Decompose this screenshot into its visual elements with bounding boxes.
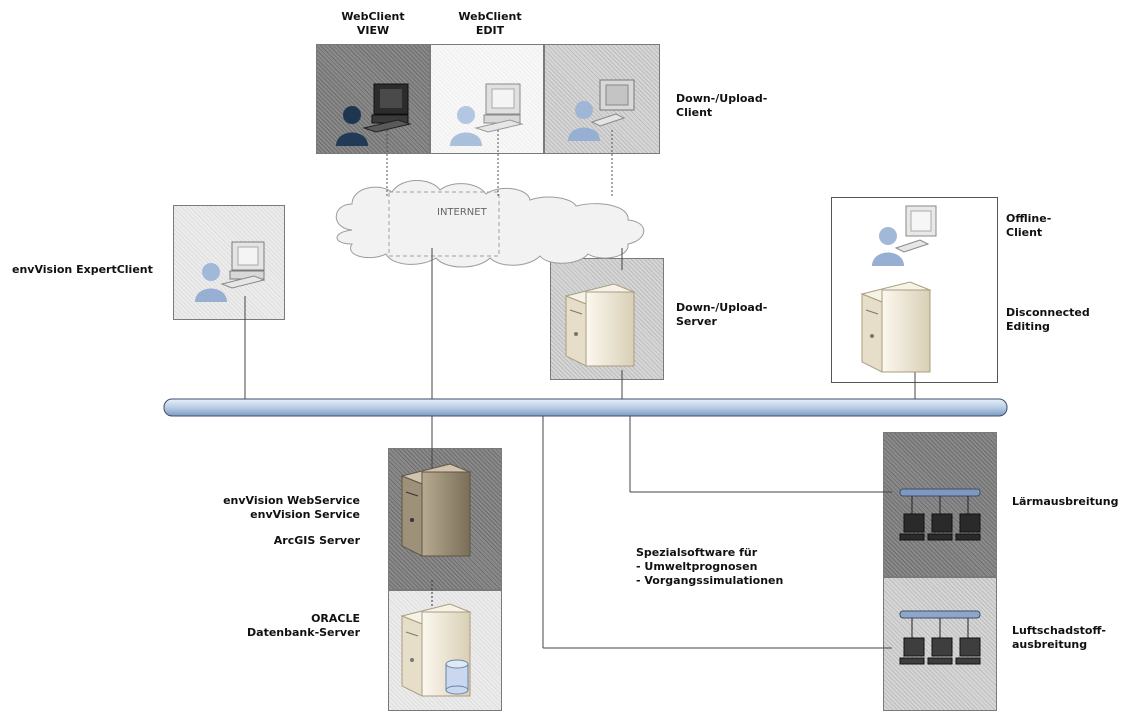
oracle-line2: Datenbank-Server [247,626,360,639]
expertclient-box [173,205,285,320]
webservice-line1: envVision WebService [223,494,360,507]
webclient-view-line1: WebClient [341,10,405,23]
downupload-client-label: Down-/Upload- Client [676,92,767,120]
oracle-database-icon [445,659,469,695]
internet-cloud [335,180,645,268]
expertclient-label: envVision ExpertClient [12,263,153,276]
downupload-client-user-icon [568,101,600,141]
downupload-client-workstation-icon [590,79,635,127]
webclient-edit-user-icon [450,106,482,146]
webclient-edit-line1: WebClient [458,10,522,23]
webclient-view-workstation-icon [362,83,412,133]
network-bus [163,398,1008,417]
offline-client-user-icon [872,227,904,266]
disconnected-line1: Disconnected [1006,306,1090,319]
spezialsoftware-label: Spezialsoftware für - Umweltprognosen - … [636,546,783,588]
webclient-edit-label: WebClient EDIT [447,10,533,38]
downupload-client-line2: Client [676,106,713,119]
webclient-view-line2: VIEW [356,24,390,37]
laerm-label: Lärmausbreitung [1012,495,1119,508]
laerm-network-icon [899,488,981,541]
offline-client-workstation-icon [894,205,937,253]
disconnected-server-icon [860,281,932,373]
webclient-edit-workstation-icon [474,83,524,133]
disconnected-editing-label: Disconnected Editing [1006,306,1090,334]
offline-client-line2: Client [1006,226,1043,239]
luft-network-icon [899,610,981,665]
offline-client-line1: Offline- [1006,212,1052,225]
webservice-line3: ArcGIS Server [273,534,360,547]
luft-line1: Luftschadstoff- [1012,624,1106,637]
downupload-server-line1: Down-/Upload- [676,301,768,314]
downupload-server-icon [564,283,636,367]
webclient-view-label: WebClient VIEW [330,10,416,38]
downupload-server-label: Down-/Upload- Server [676,301,767,329]
downupload-server-line2: Server [676,315,717,328]
internet-label: INTERNET [437,207,487,218]
oracle-line1: ORACLE [311,612,360,625]
spezial-line1: Spezialsoftware für [636,546,758,559]
offline-client-label: Offline- Client [1006,212,1051,240]
spezial-line2: - Umweltprognosen [636,560,758,573]
luft-line2: ausbreitung [1012,638,1088,651]
oracle-label: ORACLE Datenbank-Server [218,612,360,640]
downupload-client-line1: Down-/Upload- [676,92,768,105]
spezial-line3: - Vorgangssimulationen [636,574,784,587]
expertclient-user-icon [195,263,227,302]
luft-label: Luftschadstoff- ausbreitung [1012,624,1106,652]
expertclient-workstation-icon [220,241,266,289]
disconnected-line2: Editing [1006,320,1050,333]
webclient-edit-line2: EDIT [475,24,505,37]
oracle-server-icon [400,603,472,697]
webservice-server-icon [400,463,472,557]
webclient-view-box [316,44,430,154]
internet-dashed-box [388,191,500,257]
webservice-label: envVision WebService envVision Service A… [188,494,360,548]
webclient-view-user-icon [336,106,368,146]
webservice-line2: envVision Service [250,508,360,521]
